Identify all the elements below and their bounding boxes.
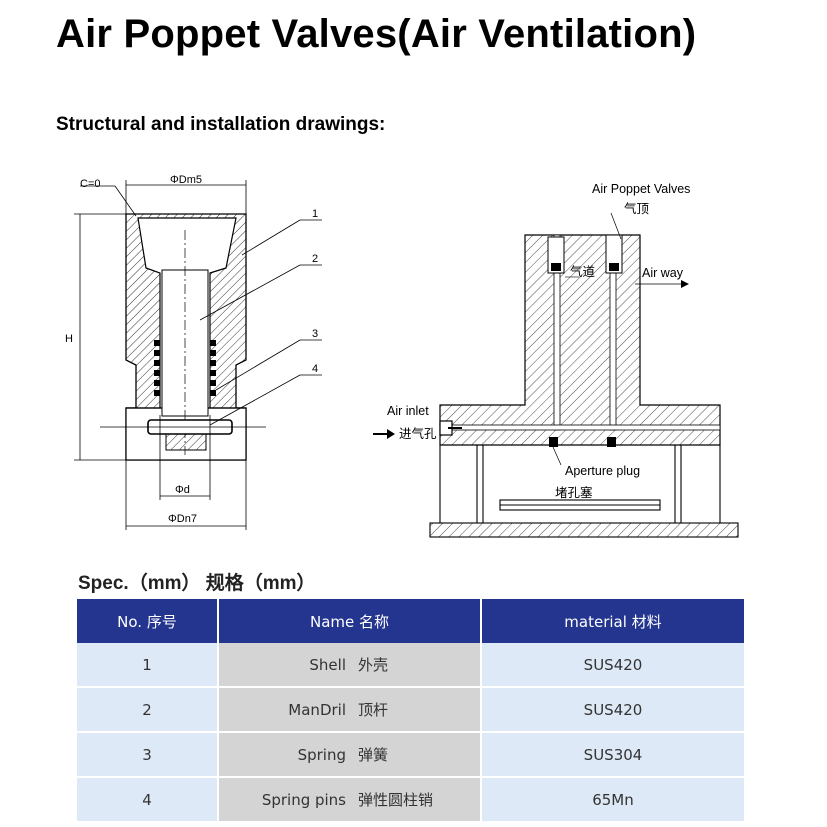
airway-arrow <box>565 276 689 288</box>
row-name-en: Spring <box>297 746 346 764</box>
table-row: 4 Spring pins 弹性圆柱销 65Mn <box>77 777 744 823</box>
d-label: Φd <box>175 484 190 496</box>
spec-header-row: No. 序号 Name 名称 material 材料 <box>77 599 744 643</box>
chamfer-label: C=0 <box>80 178 101 190</box>
spec-title: Spec.（mm） 规格（mm） <box>78 573 316 594</box>
table-row: 3 Spring 弹簧 SUS304 <box>77 732 744 778</box>
height-label: H <box>65 333 73 345</box>
inlet-label-zh: 进气孔 <box>399 426 437 441</box>
airway-label-zh: 气道 <box>570 264 596 279</box>
plug-label-zh: 堵孔塞 <box>555 485 593 500</box>
row-material: SUS304 <box>481 732 744 778</box>
row-name: Shell 外壳 <box>218 643 482 688</box>
dm-label: ΦDm5 <box>170 174 202 186</box>
dn-label: ΦDn7 <box>168 513 197 525</box>
callout-4: 4 <box>312 363 318 375</box>
row-name-zh: 外壳 <box>358 656 389 674</box>
airway-label-en: Air way <box>642 266 684 280</box>
inlet-fitting <box>373 420 462 439</box>
dimension-lines <box>74 180 322 530</box>
row-name: Spring pins 弹性圆柱销 <box>218 777 482 823</box>
table-row: 2 ManDril 顶杆 SUS420 <box>77 687 744 733</box>
spring <box>154 340 216 396</box>
base-frame <box>429 445 739 538</box>
row-name-en: ManDril <box>288 701 346 719</box>
spec-table: No. 序号 Name 名称 material 材料 1 Shell 外壳 SUS… <box>77 599 744 823</box>
row-name-en: Shell <box>309 656 346 674</box>
row-no: 1 <box>77 643 219 688</box>
inlet-label-en: Air inlet <box>387 404 429 418</box>
row-material: SUS420 <box>481 643 744 688</box>
spring-pin <box>100 419 266 451</box>
row-name-en: Spring pins <box>261 791 346 809</box>
row-no: 2 <box>77 687 219 733</box>
poppet-valves <box>547 212 623 274</box>
section-heading: Structural and installation drawings: <box>56 114 386 135</box>
row-name-zh: 弹簧 <box>358 746 389 764</box>
callout-3: 3 <box>312 328 318 340</box>
mandril <box>161 230 209 455</box>
callout-2: 2 <box>312 253 318 265</box>
plug-label-en: Aperture plug <box>565 464 640 478</box>
structural-drawing: C=0 ΦDm5 H Φd ΦDn7 1 2 3 4 <box>65 174 322 530</box>
aperture-plugs <box>549 437 616 466</box>
row-name-zh: 弹性圆柱销 <box>358 791 434 809</box>
row-material: 65Mn <box>481 777 744 823</box>
row-name: Spring 弹簧 <box>218 732 482 778</box>
table-row: 1 Shell 外壳 SUS420 <box>77 643 744 688</box>
row-material: SUS420 <box>481 687 744 733</box>
installation-drawing: Air Poppet Valves 气顶 气道 Air way Air inle… <box>373 182 739 538</box>
header-name: Name 名称 <box>218 599 482 643</box>
header-no: No. 序号 <box>77 599 219 643</box>
valves-label-zh: 气顶 <box>624 201 650 216</box>
row-name-zh: 顶杆 <box>358 701 389 719</box>
valves-label-en: Air Poppet Valves <box>592 182 690 196</box>
page-title: Air Poppet Valves(Air Ventilation) <box>56 12 697 56</box>
header-material: material 材料 <box>481 599 744 643</box>
row-name: ManDril 顶杆 <box>218 687 482 733</box>
callout-1: 1 <box>312 208 318 220</box>
row-no: 3 <box>77 732 219 778</box>
row-no: 4 <box>77 777 219 823</box>
